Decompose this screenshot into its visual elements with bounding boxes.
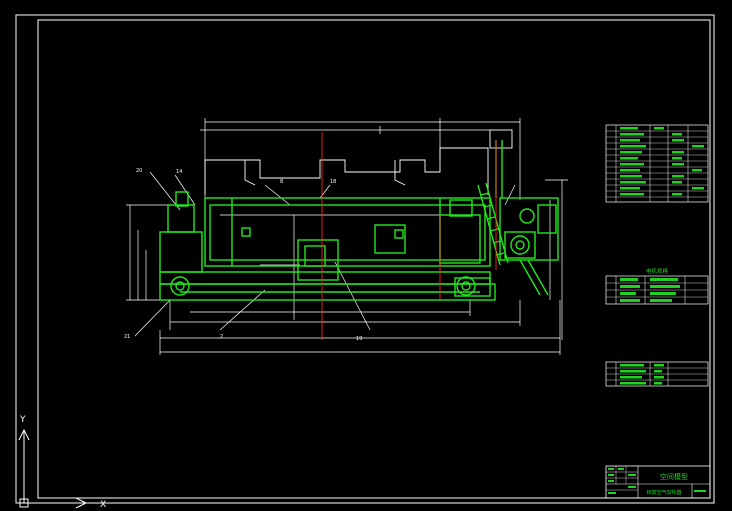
callout-label: 18 xyxy=(330,179,336,185)
title-block-title: 空间模型 xyxy=(660,472,688,481)
title-block: 空间模型 转鼓空气加热器 xyxy=(605,465,711,499)
callout-label: 14 xyxy=(176,169,182,175)
dimension-lines xyxy=(126,118,568,355)
ucs-icon xyxy=(18,428,88,509)
motor-spec-table: 电机规格 xyxy=(605,267,709,305)
drawing-frame xyxy=(15,14,715,504)
centerlines xyxy=(321,132,497,340)
callout-label: 20 xyxy=(136,168,142,174)
motor-table-title: 电机规格 xyxy=(646,267,669,275)
callout-label: 21 xyxy=(124,334,130,340)
callout-label: 2 xyxy=(220,334,223,340)
title-block-drawing-name: 转鼓空气加热器 xyxy=(646,489,681,496)
callout-label: 8 xyxy=(280,179,283,185)
callouts: 20 14 8 18 19 2 21 xyxy=(124,168,362,342)
callout-label: 19 xyxy=(356,336,362,342)
parts-table xyxy=(605,124,709,203)
ucs-x-label: X xyxy=(100,500,106,510)
dryer-body xyxy=(159,140,559,301)
notes-table xyxy=(605,361,709,387)
hood-outline xyxy=(204,129,513,195)
ucs-y-label: Y xyxy=(19,415,26,425)
